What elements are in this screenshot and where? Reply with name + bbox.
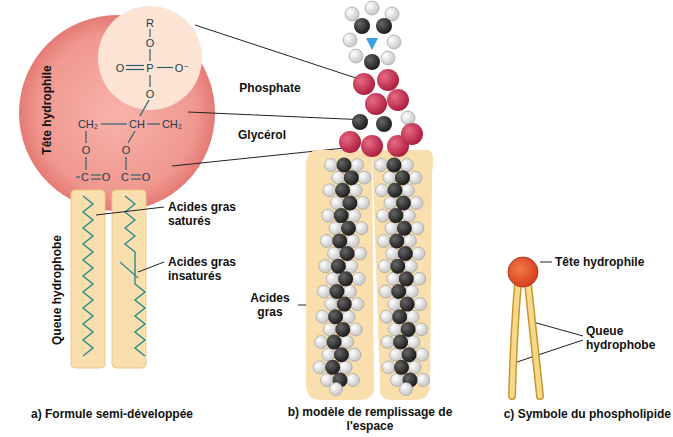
formula-atom: O	[116, 61, 125, 75]
formula-atom: O	[82, 143, 91, 157]
formula-group: CH₂	[78, 117, 98, 131]
caption: c) Symbole du phospholipide	[504, 407, 671, 421]
saturated-chain	[83, 196, 93, 356]
leader-lines	[96, 25, 583, 362]
formula-group: CH₂	[162, 117, 182, 131]
bonds	[76, 29, 173, 179]
formula-atom: O	[142, 170, 151, 184]
phospholipid-symbol	[508, 257, 540, 396]
formula-atom: P	[146, 61, 153, 75]
formula-atom: O	[122, 143, 131, 157]
formula-atom: R	[146, 16, 154, 30]
phosphate-zone	[98, 6, 202, 110]
symbol-head	[508, 257, 538, 287]
part-label: Acides gras saturés	[168, 200, 250, 228]
part-label: Acides gras	[245, 291, 295, 319]
caption: a) Formule semi-développée	[31, 407, 193, 421]
formula-atom: O	[102, 170, 111, 184]
formula-atom: C	[81, 170, 89, 184]
formula-atom: O	[146, 36, 155, 50]
unsaturated-tail	[112, 190, 146, 368]
formula-atom: C	[121, 170, 129, 184]
formula-head	[19, 6, 215, 368]
formula-atom: O⁻	[175, 61, 189, 75]
part-label: Tête hydrophile	[555, 255, 644, 269]
double-bond	[120, 262, 138, 278]
formula-atom: O	[146, 87, 155, 101]
tail-glow-left	[306, 150, 374, 400]
part-label: Queue hydrophobe	[586, 324, 666, 352]
part-label: Glycérol	[238, 128, 286, 142]
side-label: Queue hydrophobe	[50, 235, 64, 345]
part-label: Phosphate	[239, 81, 300, 95]
caption: b) modèle de remplissage de l'espace	[275, 405, 465, 433]
nitrogen	[366, 38, 378, 50]
formula-group: CH	[129, 117, 145, 131]
side-label: Tête hydrophile	[40, 65, 54, 154]
tail-glow-right	[372, 150, 433, 400]
part-label: Acides gras insaturés	[168, 255, 258, 283]
space-filling-model	[306, 1, 433, 400]
saturated-tail	[71, 190, 105, 368]
